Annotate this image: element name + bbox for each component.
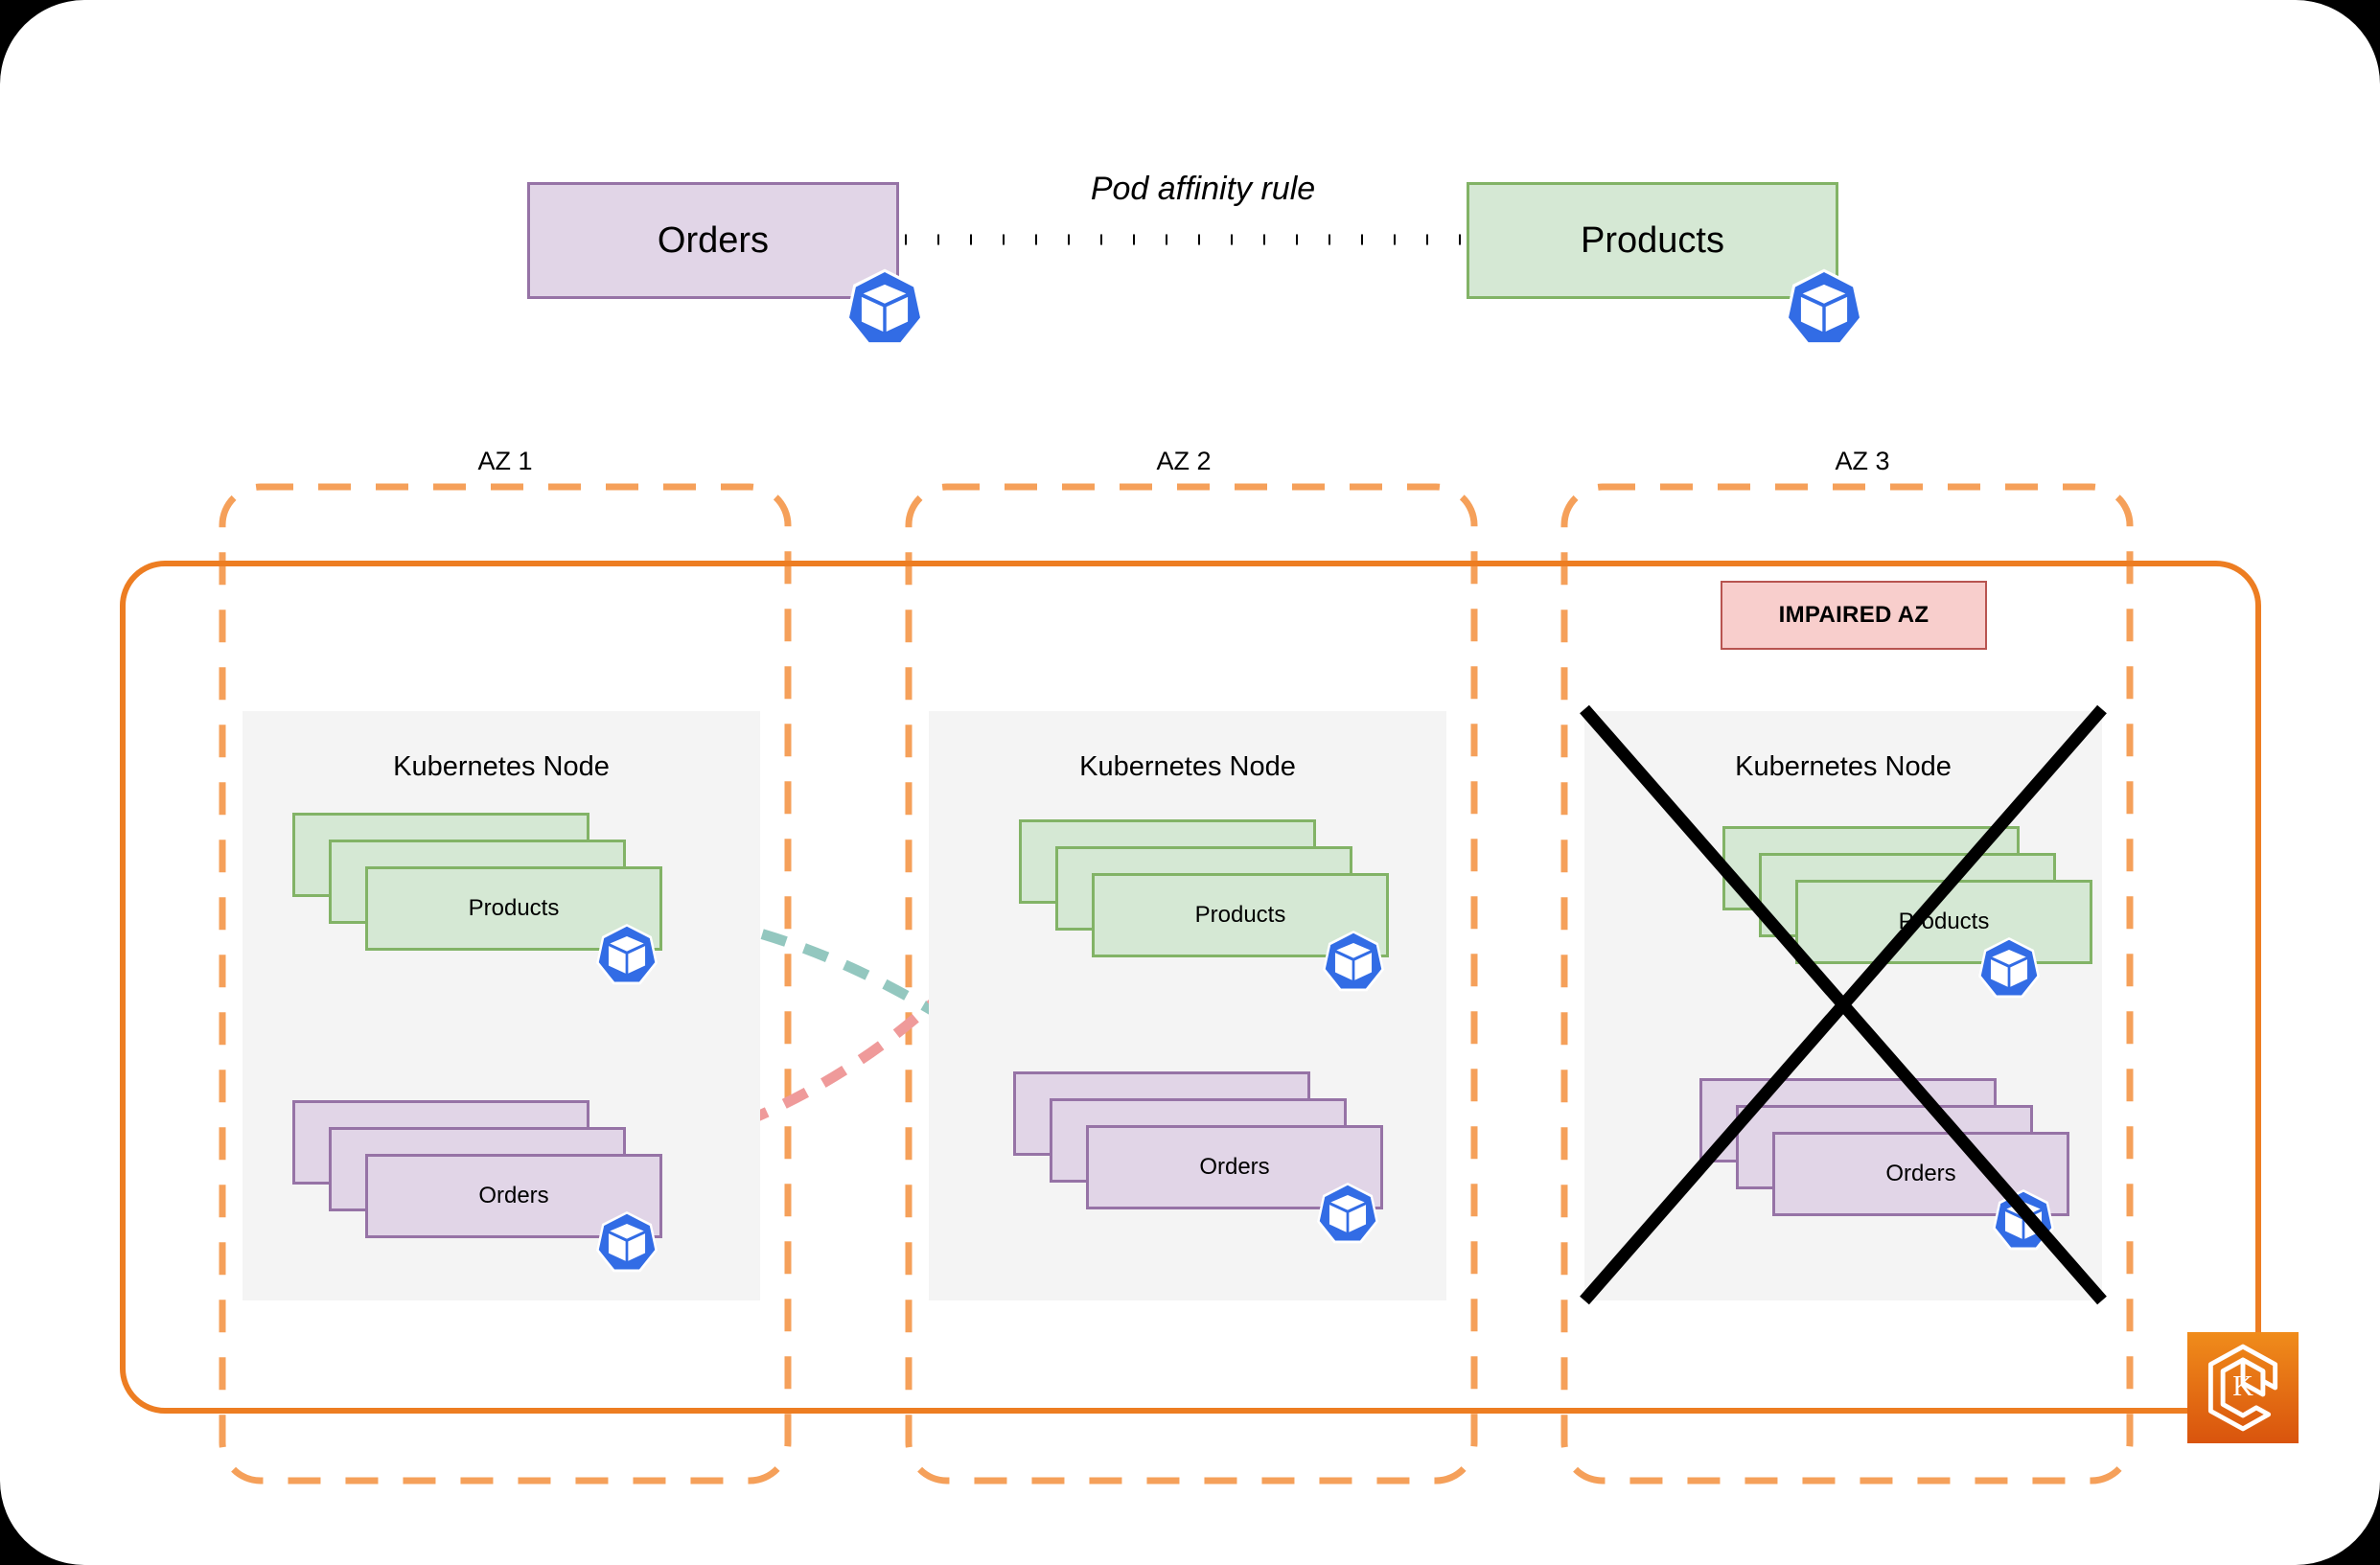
kubernetes-icon (596, 924, 658, 985)
kubernetes-icon (845, 268, 924, 346)
svg-text:K: K (2232, 1369, 2253, 1402)
service-box-orders[interactable]: Orders (527, 182, 899, 299)
az-label-1: AZ 1 (477, 447, 533, 475)
kubernetes-icon (596, 1211, 658, 1273)
node-title: Kubernetes Node (1079, 751, 1296, 782)
service-box-products-label: Products (1581, 219, 1724, 261)
pod-stack-label: Products (468, 895, 560, 921)
az-label-3: AZ 3 (1835, 447, 1890, 475)
impaired-az-label: IMPAIRED AZ (1778, 602, 1929, 628)
eks-logo-icon: K (2187, 1332, 2299, 1443)
pod-stack-label: Products (1898, 909, 1990, 934)
impaired-az-badge: IMPAIRED AZ (1721, 581, 1987, 650)
kubernetes-icon (1993, 1189, 2054, 1251)
service-box-products[interactable]: Products (1467, 182, 1838, 299)
kubernetes-icon (1785, 268, 1863, 346)
az-label-2: AZ 2 (1156, 447, 1212, 475)
kubernetes-icon (1323, 931, 1384, 992)
kubernetes-icon (1978, 937, 2040, 999)
pod-affinity-rule-label: Pod affinity rule (1090, 171, 1316, 207)
node-title: Kubernetes Node (393, 751, 610, 782)
kubernetes-icon (1317, 1183, 1378, 1244)
pod-stack-label: Products (1194, 902, 1286, 928)
service-box-orders-label: Orders (657, 219, 770, 261)
node-title: Kubernetes Node (1735, 751, 1952, 782)
pod-stack-label: Orders (478, 1183, 549, 1208)
pod-stack-label: Orders (1199, 1154, 1270, 1180)
